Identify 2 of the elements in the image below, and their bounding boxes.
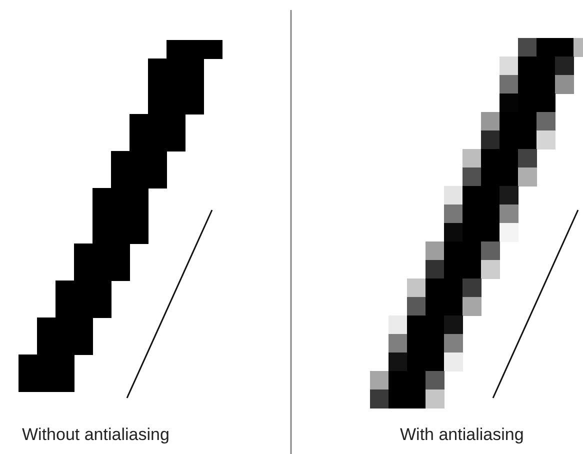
- caption: Without antialiasing: [22, 425, 170, 445]
- caption: With antialiasing: [400, 425, 524, 445]
